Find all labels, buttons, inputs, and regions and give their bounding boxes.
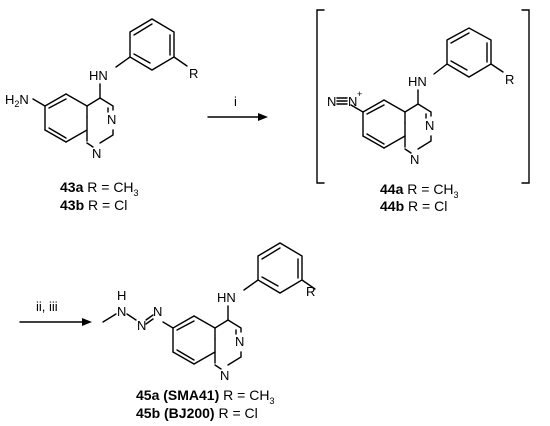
molecule-43-quinazoline — [32, 93, 114, 148]
right-bracket — [521, 9, 530, 184]
molecule-45: HN R N N H N N — [102, 242, 316, 383]
molecule-43-r-label: R — [189, 66, 198, 81]
left-bracket — [316, 9, 325, 184]
diazonium-group: N N + — [327, 89, 362, 109]
diazonium-n-terminal-label: N — [327, 94, 336, 109]
molecule-45-n3-label: N — [235, 334, 244, 349]
diazonium-n-internal-label: N — [348, 94, 357, 109]
molecule-43-n3-label: N — [107, 112, 116, 127]
caption-45b: 45b (BJ200) R = Cl — [136, 405, 258, 421]
arrow-step-1: i — [207, 94, 268, 121]
molecule-44: HN R N N N N + — [316, 9, 530, 184]
molecule-43-phenyl-ring — [115, 18, 188, 71]
molecule-44-phenyl-ring — [433, 27, 504, 78]
triazene-n2-label: N — [137, 318, 146, 333]
arrow-step-1-label: i — [234, 94, 237, 109]
triazene-nh-label: N — [117, 304, 126, 319]
molecule-45-quinazoline — [162, 315, 242, 370]
molecule-44-r-label: R — [505, 72, 514, 87]
molecule-45-n1-label: N — [220, 368, 229, 383]
molecule-43-hn-label: HN — [89, 68, 108, 83]
molecule-44-quinazoline — [350, 99, 432, 154]
caption-43b: 43b R = Cl — [60, 197, 127, 213]
molecule-45-r-label: R — [306, 284, 315, 299]
caption-44a: 44a R = CH3 — [380, 181, 459, 200]
diazonium-charge-label: + — [357, 89, 362, 99]
molecule-45-hn-label: HN — [217, 290, 236, 305]
caption-45a: 45a (SMA41) R = CH3 — [136, 387, 274, 406]
molecule-44-n1-label: N — [410, 152, 419, 167]
molecule-44-hn-label: HN — [408, 74, 427, 89]
molecule-43: HN R N N H2N — [5, 18, 198, 161]
arrow-step-2-label: ii, iii — [36, 299, 58, 314]
caption-43a: 43a R = CH3 — [60, 179, 139, 198]
triazene-h-label: H — [117, 288, 126, 303]
triazene-group: H N N N — [102, 288, 162, 333]
molecule-43-n1-label: N — [92, 146, 101, 161]
molecule-44-n3-label: N — [425, 118, 434, 133]
triazene-n3-label: N — [153, 304, 162, 319]
molecule-43-amine-label: H2N — [5, 92, 29, 109]
molecule-45-phenyl-ring — [243, 242, 316, 294]
caption-44b: 44b R = Cl — [380, 198, 447, 214]
captions: 43a R = CH3 43b R = Cl 44a R = CH3 44b R… — [60, 179, 459, 421]
arrow-step-2: ii, iii — [19, 299, 92, 326]
